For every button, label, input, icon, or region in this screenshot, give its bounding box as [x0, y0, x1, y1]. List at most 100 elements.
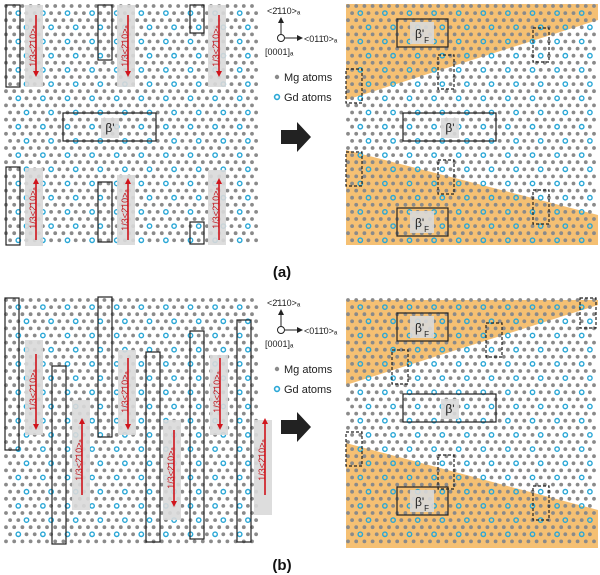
- mg-atom: [366, 418, 371, 423]
- mg-atom: [118, 326, 123, 331]
- mg-atom: [563, 68, 568, 72]
- mg-atom: [514, 504, 518, 508]
- mg-atom: [127, 496, 131, 501]
- mg-atom: [159, 468, 164, 473]
- mg-atom: [151, 89, 156, 94]
- mg-atom: [12, 217, 17, 221]
- mg-atom: [465, 210, 469, 214]
- mg-atom: [489, 475, 494, 480]
- gd-atom: [15, 123, 22, 130]
- mg-atom: [205, 418, 209, 423]
- mg-atom: [374, 68, 379, 72]
- mg-atom: [176, 525, 181, 530]
- gd-atom: [15, 152, 22, 159]
- mg-atom: [428, 60, 432, 65]
- mg-atom: [346, 411, 350, 416]
- mg-atom: [583, 454, 588, 459]
- gd-atom: [578, 474, 585, 481]
- mg-atom: [346, 496, 350, 501]
- mg-atom: [542, 146, 547, 150]
- mg-atom: [350, 362, 354, 366]
- gd-atom: [48, 318, 54, 325]
- mg-atom: [387, 454, 391, 459]
- mg-atom: [432, 53, 436, 58]
- mg-atom: [518, 202, 523, 207]
- mg-atom: [403, 326, 408, 331]
- mg-atom: [143, 340, 148, 345]
- mg-atom: [172, 532, 177, 537]
- mg-atom: [575, 340, 580, 345]
- mg-atom: [28, 454, 33, 459]
- mg-atom: [522, 153, 527, 158]
- mg-atom: [69, 160, 74, 165]
- mg-atom: [176, 383, 181, 388]
- mg-atom: [501, 131, 506, 136]
- mg-atom: [424, 181, 428, 186]
- mg-atom: [135, 18, 140, 23]
- mg-atom: [346, 539, 350, 544]
- mg-atom: [143, 60, 148, 65]
- mg-atom: [370, 369, 375, 373]
- mg-atom: [229, 110, 234, 115]
- mg-atom: [436, 231, 441, 236]
- mg-atom: [200, 539, 205, 544]
- mg-atom: [583, 425, 588, 430]
- mg-atom: [497, 362, 502, 366]
- mg-atom: [411, 146, 416, 150]
- mg-atom: [225, 482, 230, 487]
- mg-atom: [77, 340, 82, 345]
- mg-atom: [575, 4, 580, 8]
- mg-atom: [477, 383, 482, 388]
- mg-atom: [254, 96, 258, 101]
- mg-atom: [53, 440, 58, 444]
- mg-atom: [4, 511, 8, 515]
- gd-atom: [513, 431, 519, 438]
- mg-atom: [61, 454, 66, 459]
- mg-atom: [510, 231, 514, 236]
- gd-atom: [357, 474, 364, 481]
- mg-atom: [526, 160, 531, 165]
- mg-atom: [575, 454, 580, 459]
- mg-atom: [24, 504, 29, 508]
- mg-atom: [57, 224, 62, 229]
- mg-atom: [387, 312, 391, 317]
- mg-atom: [403, 539, 408, 544]
- mg-atom: [522, 11, 527, 16]
- gd-atom: [236, 417, 243, 424]
- mg-atom: [12, 539, 17, 544]
- mg-atom: [542, 18, 547, 23]
- mg-atom: [575, 18, 580, 23]
- mg-atom: [469, 4, 473, 8]
- mg-atom: [551, 383, 555, 388]
- gd-atom: [195, 52, 202, 59]
- mg-atom: [551, 4, 555, 8]
- mg-atom: [106, 333, 111, 338]
- mg-atom: [399, 110, 404, 115]
- mg-atom: [241, 511, 246, 515]
- beta-prime-label: β': [445, 402, 454, 416]
- mg-atom: [370, 312, 375, 317]
- mg-atom: [118, 131, 123, 136]
- mg-atom: [12, 46, 17, 51]
- mg-atom: [20, 496, 25, 501]
- gd-atom: [463, 24, 470, 31]
- mg-atom: [123, 447, 127, 451]
- mg-atom: [155, 532, 160, 537]
- mg-atom: [184, 131, 189, 136]
- mg-atom: [526, 46, 531, 51]
- gd-atom: [195, 346, 202, 353]
- mg-atom: [350, 404, 354, 409]
- mg-atom: [221, 475, 226, 480]
- mg-atom: [583, 496, 588, 501]
- mg-atom: [61, 511, 66, 515]
- mg-atom: [98, 96, 103, 101]
- mg-atom: [118, 496, 123, 501]
- mg-atom: [45, 511, 49, 515]
- mg-atom: [221, 447, 226, 451]
- transform-arrow-a: [281, 122, 311, 152]
- mg-atom: [452, 4, 457, 8]
- mg-atom: [86, 340, 90, 345]
- mg-atom: [460, 354, 465, 359]
- gd-atom: [15, 446, 22, 452]
- mg-atom: [241, 174, 246, 179]
